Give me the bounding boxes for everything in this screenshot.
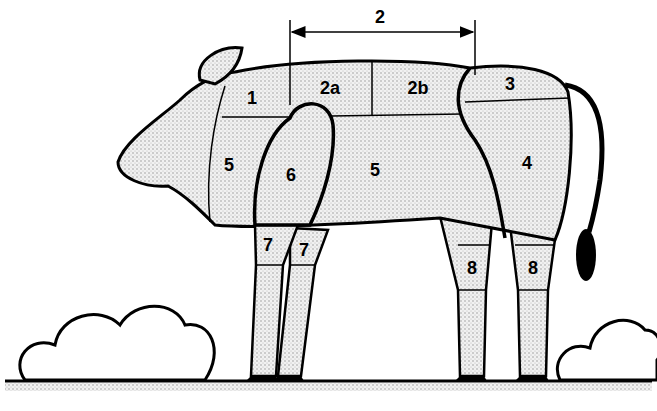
dimension-label: 2 <box>375 8 385 26</box>
callout-number: 7 <box>299 241 309 259</box>
callout-number: 4 <box>522 154 532 172</box>
callout-number: 2a <box>320 79 340 97</box>
callout-number: 5 <box>224 156 234 174</box>
callout-number: 2b <box>407 79 428 97</box>
callout-number: 8 <box>528 259 538 277</box>
callout-number: 3 <box>505 75 515 93</box>
callout-number: 8 <box>467 259 477 277</box>
callout-number: 5 <box>370 161 380 179</box>
callout-number: 6 <box>286 166 296 184</box>
callout-number: 7 <box>263 236 273 254</box>
callout-number: 1 <box>247 89 257 107</box>
